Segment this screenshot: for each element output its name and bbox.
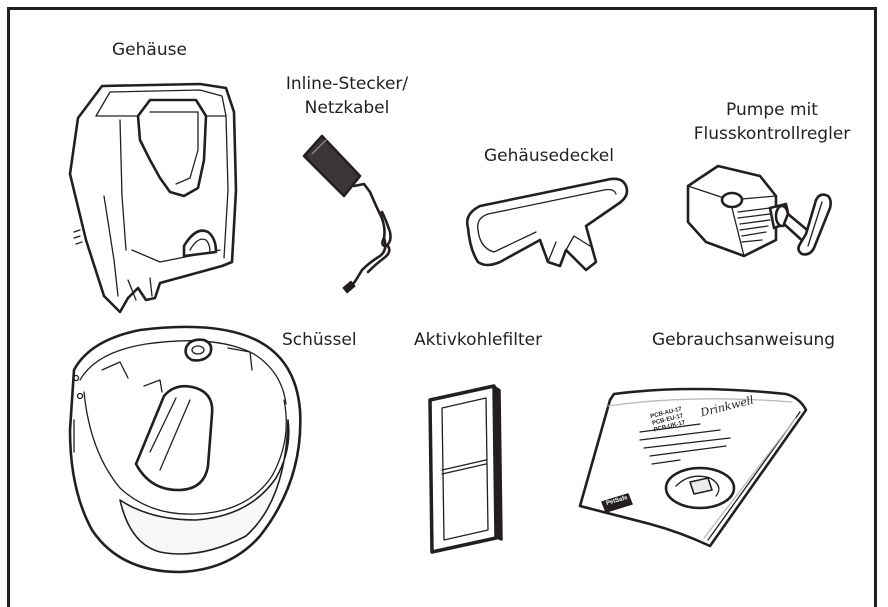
lid-illustration bbox=[467, 179, 627, 270]
manual-illustration bbox=[580, 389, 806, 546]
filter-illustration bbox=[430, 386, 502, 552]
pump-illustration bbox=[688, 166, 831, 256]
bowl-illustration bbox=[70, 327, 300, 572]
housing-illustration bbox=[70, 84, 236, 312]
power-adapter-illustration bbox=[304, 136, 391, 293]
